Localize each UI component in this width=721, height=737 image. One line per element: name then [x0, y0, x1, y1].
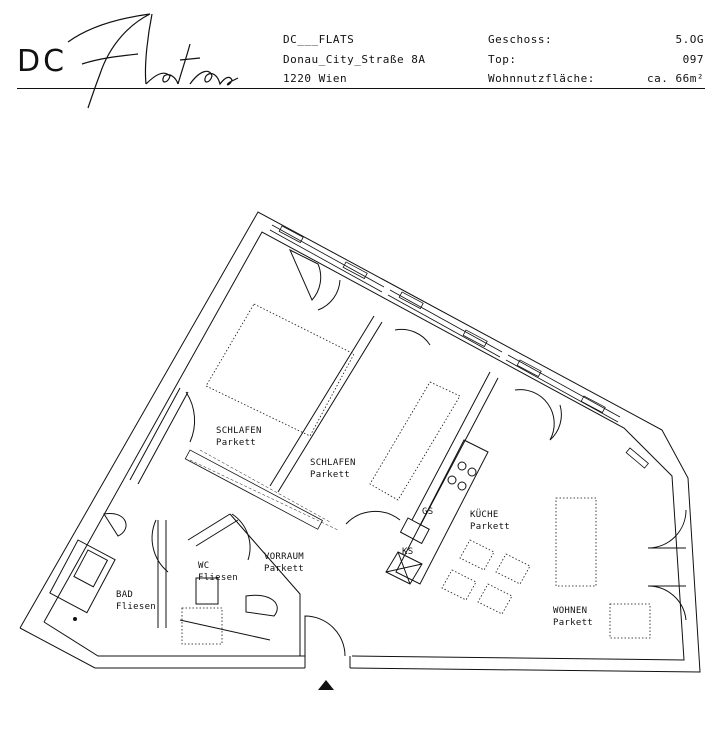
top-label: Top: [488, 53, 517, 66]
door-living-window-b [549, 404, 562, 441]
project-name: DC___FLATS [283, 33, 355, 46]
kitchen-counter [385, 439, 489, 585]
door-living-window [514, 389, 555, 441]
living-name: WOHNEN [553, 606, 587, 616]
street-address: Donau_City_Straße 8A [283, 53, 426, 66]
door-living-side [647, 509, 687, 621]
door-wc [231, 513, 251, 561]
door-bedroom2-window [394, 328, 431, 346]
bath-name: BAD [116, 590, 133, 600]
bath-fixtures [49, 513, 278, 621]
wc-floor: Fliesen [198, 573, 238, 583]
wall-hall-south [229, 513, 301, 656]
header-divider [17, 88, 705, 89]
wall-kitchen-west [411, 371, 499, 527]
logo-dc: DC [17, 44, 68, 79]
area-label: Wohnnutzfläche: [488, 72, 595, 85]
wc-name: WC [198, 561, 209, 571]
wall-bath-east [157, 520, 167, 628]
area-value: ca. 66m² [647, 72, 704, 85]
dishwasher-label: GS [422, 507, 433, 517]
bed-dotted [181, 303, 651, 645]
window-group [269, 224, 649, 469]
bedroom1-name: SCHLAFEN [216, 426, 262, 436]
door-bedroom1-hall [185, 391, 196, 443]
floor-label: Geschoss: [488, 33, 553, 46]
hall-name: VORRAUM [264, 552, 304, 562]
entrance-arrow [318, 680, 334, 690]
door-bedroom1-window [288, 248, 322, 301]
bath-floor: Fliesen [116, 602, 156, 612]
kitchen-floor: Parkett [470, 522, 510, 532]
plan-header: DC DC___FLATS Donau_City_Straße 8A 1220 … [0, 0, 721, 109]
entrance-door [304, 615, 346, 657]
outer-wall-outer [19, 211, 701, 673]
fridge-label: KS [402, 547, 413, 557]
outer-wall-bottom-left [19, 621, 305, 669]
living-floor: Parkett [553, 618, 593, 628]
logo-script-flats [67, 13, 239, 109]
kitchen-name: KÜCHE [470, 509, 499, 520]
city-address: 1220 Wien [283, 72, 348, 85]
bedroom2-name: SCHLAFEN [310, 458, 356, 468]
wall-bedroom-divider [269, 315, 383, 493]
bedroom1-floor: Parkett [216, 438, 256, 448]
hall-floor: Parkett [264, 564, 304, 574]
floor-value: 5.OG [675, 33, 704, 46]
wall-hall-north [129, 387, 189, 485]
sliding-door [184, 449, 323, 530]
door-bedroom2-hall [345, 510, 401, 525]
door-bedroom1-window-b [317, 279, 341, 311]
top-value: 097 [682, 53, 704, 66]
door-bath [151, 519, 169, 573]
wall-wc [179, 513, 271, 641]
bedroom2-floor: Parkett [310, 470, 350, 480]
outer-wall-inner [43, 231, 685, 661]
